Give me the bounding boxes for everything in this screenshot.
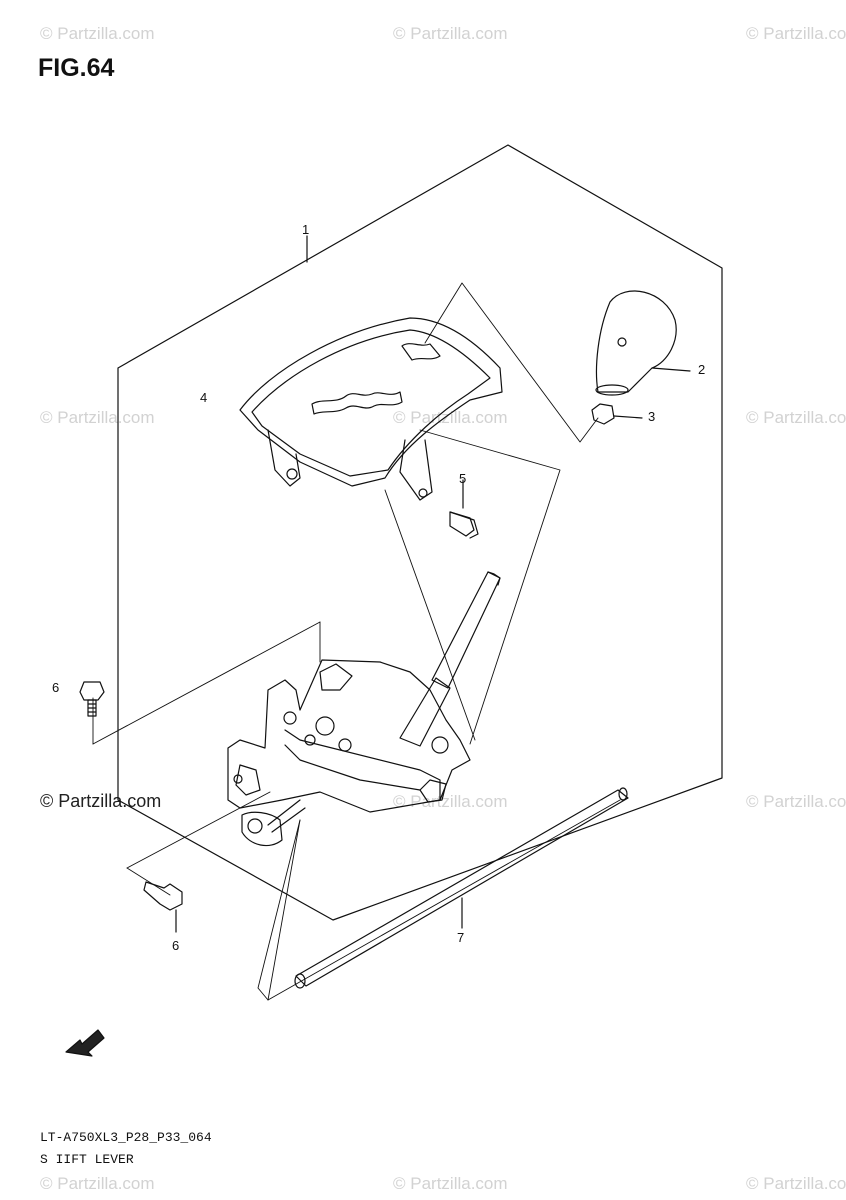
callout-3: 3 [648,409,656,424]
watermark-mid-center: © Partzilla.com [393,408,508,427]
bolt-5 [449,479,479,539]
callout-7: 7 [457,930,465,945]
callout-4: 4 [200,390,208,405]
model-code: LT-A750XL3_P28_P33_064 [40,1130,212,1145]
watermark-mid-right: © Partzilla.com [746,408,846,427]
watermark-lower-center: © Partzilla.com [393,792,508,811]
nut [591,403,643,425]
watermark-top-left: © Partzilla.com [40,24,155,43]
callout-5: 5 [459,471,467,486]
shift-rod-7 [294,787,629,989]
watermark-bottom-center: © Partzilla.com [393,1174,508,1193]
shift-knob [595,290,691,396]
watermark-lower-right: © Partzilla.com [746,792,846,811]
bolt-6-upper [79,681,105,717]
watermark-lower-left: © Partzilla.com [40,791,162,811]
watermark-mid-left: © Partzilla.com [40,408,155,427]
callout-6-lower: 6 [172,938,180,953]
forward-arrow-icon [65,1029,105,1057]
shift-gate-cover [239,317,503,501]
figure-caption: S IIFT LEVER [40,1152,134,1167]
watermark-top-center: © Partzilla.com [393,24,508,43]
watermark-bottom-left: © Partzilla.com [40,1174,155,1193]
bolt-6-lower [143,881,183,933]
figure-title: FIG.64 [38,54,115,82]
assembly-outline [117,144,723,921]
callout-1: 1 [302,222,310,237]
guide-lines [92,282,621,1001]
watermark-top-right: © Partzilla.com [746,24,846,43]
watermark-bottom-right: © Partzilla.com [746,1174,846,1193]
callout-2: 2 [698,362,706,377]
callout-6-upper: 6 [52,680,60,695]
shift-lever-assembly [227,571,501,847]
